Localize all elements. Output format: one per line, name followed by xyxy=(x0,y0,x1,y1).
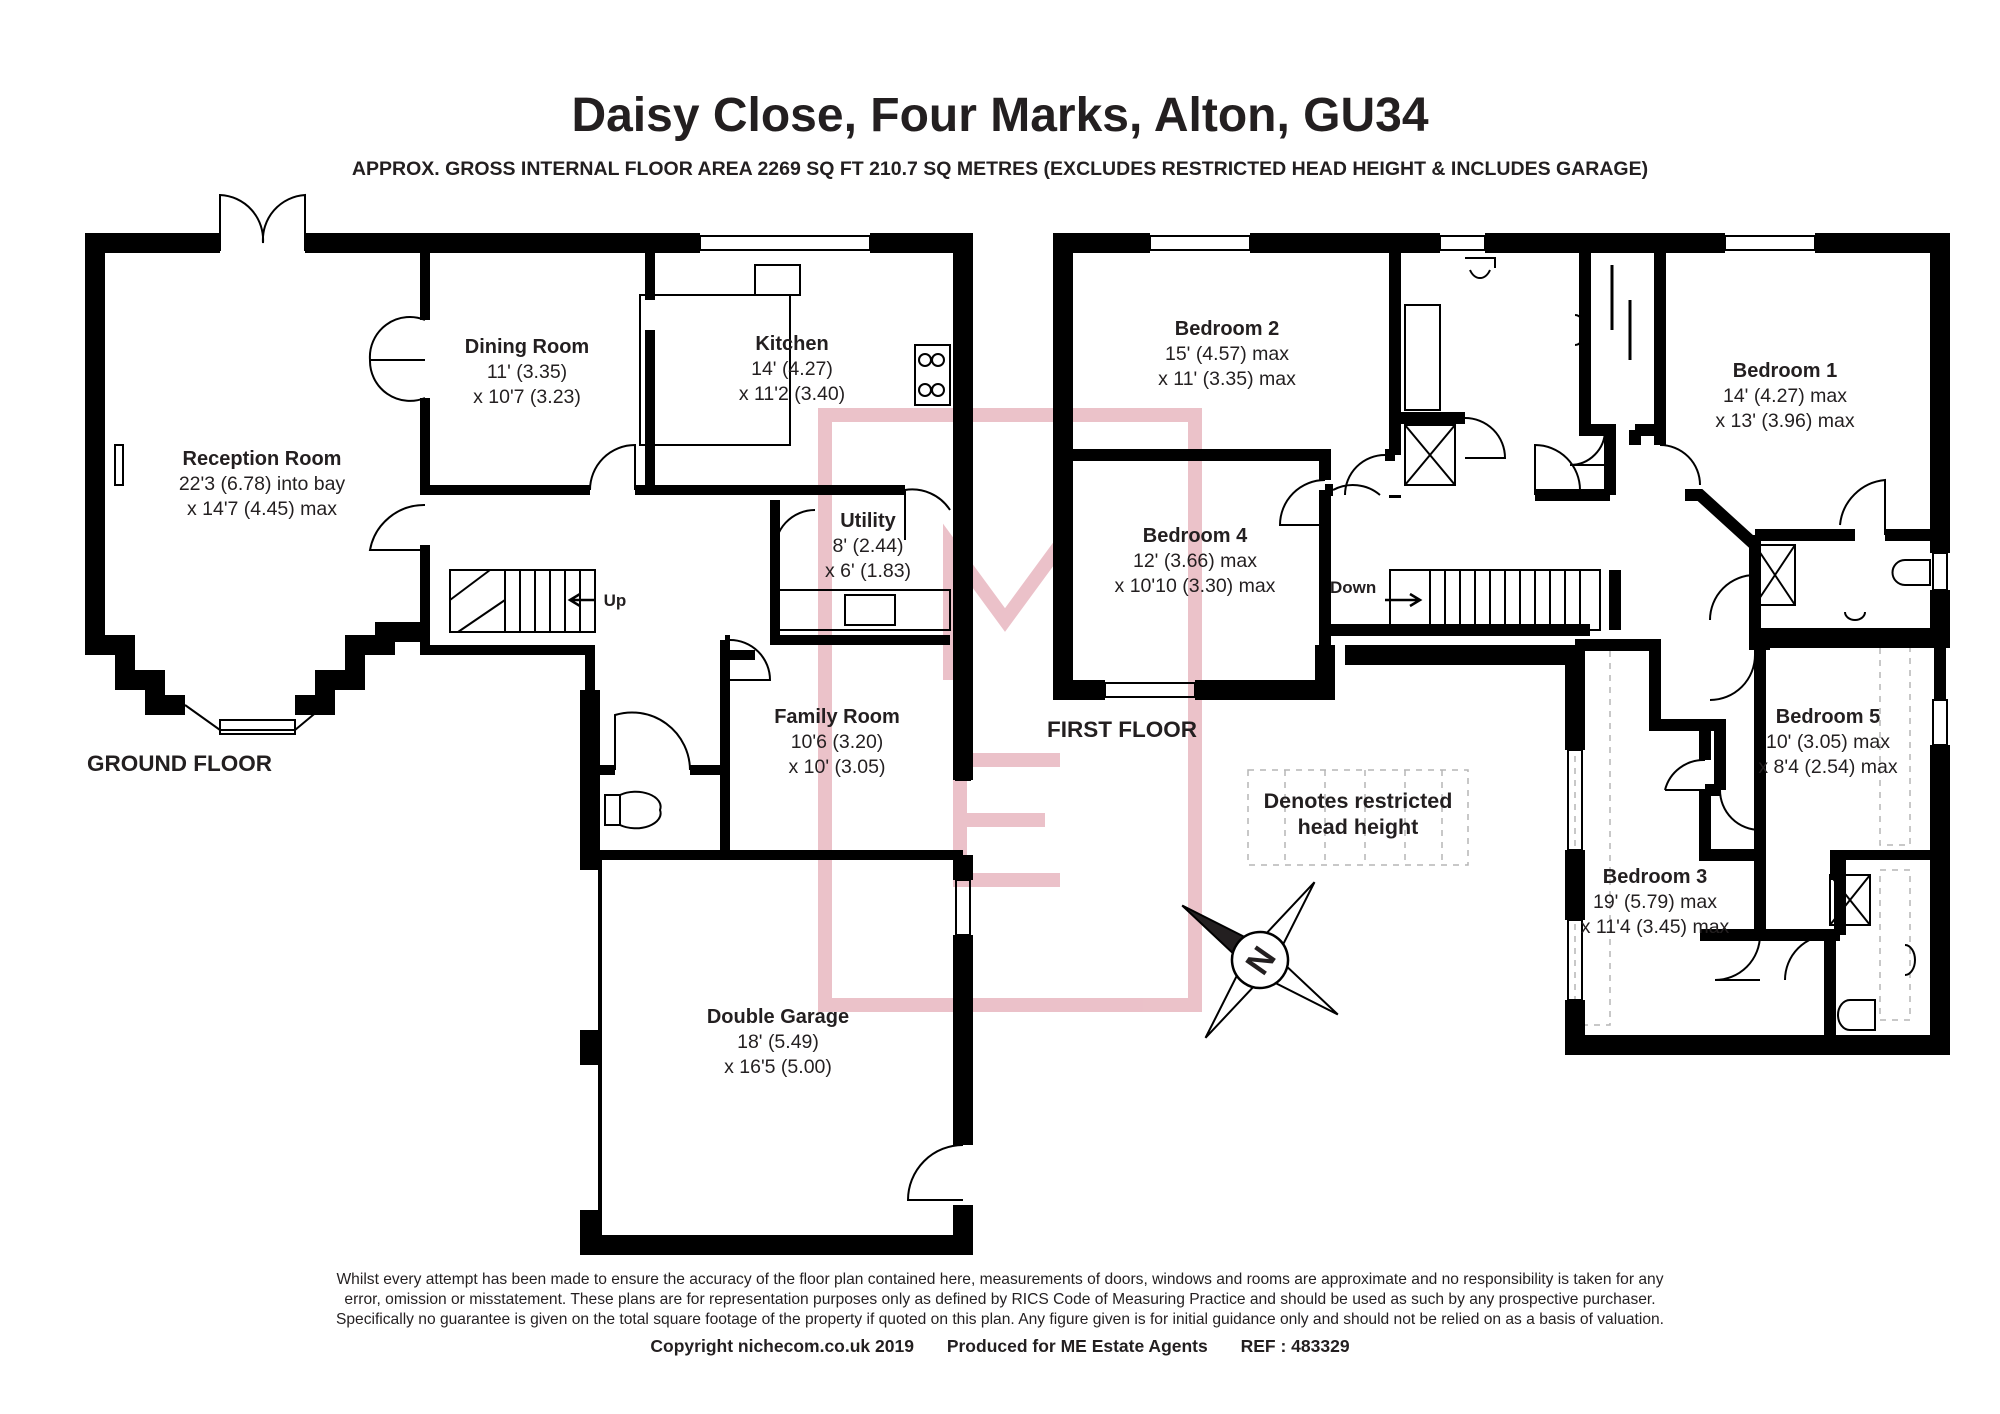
bedroom-4-name: Bedroom 4 xyxy=(1143,525,1248,547)
kitchen-name: Kitchen xyxy=(755,333,828,355)
legend-restricted-line2: head height xyxy=(1298,815,1419,839)
ground-floor-openings xyxy=(114,193,971,1201)
kitchen-dim1: 14' (4.27) xyxy=(751,358,833,380)
disclaimer-line-3: Specifically no guarantee is given on th… xyxy=(335,1311,1665,1328)
dining-room-dim1: 11' (3.35) xyxy=(487,361,567,383)
first-floor-openings xyxy=(1104,235,1948,1031)
family-room-dim1: 10'6 (3.20) xyxy=(791,731,884,753)
footer: Copyright nichecom.co.uk 2019 Produced f… xyxy=(0,1336,2000,1357)
bedroom-5-dim1: 10' (3.05) max xyxy=(1766,731,1890,753)
bedroom-4-dim1: 12' (3.66) max xyxy=(1133,550,1257,572)
footer-copyright: Copyright nichecom.co.uk 2019 xyxy=(650,1336,914,1356)
reception-room-name: Reception Room xyxy=(183,448,342,470)
bedroom-2-name: Bedroom 2 xyxy=(1175,318,1279,340)
compass-icon xyxy=(1181,881,1339,1039)
footer-produced-for: Produced for ME Estate Agents xyxy=(946,1336,1208,1356)
first-floor-label: FIRST FLOOR xyxy=(1047,717,1197,742)
utility-dim2: x 6' (1.83) xyxy=(825,560,911,582)
bedroom-3-name: Bedroom 3 xyxy=(1603,866,1707,888)
double-garage-dim1: 18' (5.49) xyxy=(737,1031,819,1053)
bedroom-2-dim2: x 11' (3.35) max xyxy=(1158,368,1296,390)
kitchen-dim2: x 11'2 (3.40) xyxy=(739,383,845,405)
bedroom-4-dim2: x 10'10 (3.30) max xyxy=(1115,575,1276,597)
plan-title: Daisy Close, Four Marks, Alton, GU34 xyxy=(571,89,1429,142)
disclaimer-line-1: Whilst every attempt has been made to en… xyxy=(336,1271,1664,1288)
bedroom-2-dim1: 15' (4.57) max xyxy=(1165,343,1289,365)
ground-floor-walls xyxy=(85,233,973,1255)
ground-floor-stairs xyxy=(449,569,596,633)
first-floor-labels: Bedroom 2 15' (4.57) max x 11' (3.35) ma… xyxy=(1115,318,1898,938)
bedroom-1-dim2: x 13' (3.96) max xyxy=(1715,410,1854,432)
disclaimer: Whilst every attempt has been made to en… xyxy=(280,1270,1720,1330)
double-garage-name: Double Garage xyxy=(707,1006,849,1028)
dining-room-name: Dining Room xyxy=(465,336,589,358)
ground-stairs-up-label: Up xyxy=(604,591,627,610)
first-floor-stairs xyxy=(1385,569,1601,631)
bedroom-3-dim1: 19' (5.79) max xyxy=(1593,891,1717,913)
family-room-name: Family Room xyxy=(774,706,900,728)
footer-reference: REF : 483329 xyxy=(1240,1336,1350,1356)
bedroom-1-name: Bedroom 1 xyxy=(1733,360,1837,382)
floor-area-subtitle: APPROX. GROSS INTERNAL FLOOR AREA 2269 S… xyxy=(351,158,1649,180)
utility-dim1: 8' (2.44) xyxy=(833,535,904,557)
utility-name: Utility xyxy=(840,510,896,532)
bedroom-5-name: Bedroom 5 xyxy=(1776,706,1880,728)
reception-room-dim1: 22'3 (6.78) into bay xyxy=(179,473,346,495)
reception-room-dim2: x 14'7 (4.45) max xyxy=(187,498,337,520)
bedroom-5-dim2: x 8'4 (2.54) max xyxy=(1758,756,1897,778)
dining-room-dim2: x 10'7 (3.23) xyxy=(473,386,581,408)
legend-restricted-line1: Denotes restricted xyxy=(1264,789,1453,813)
family-room-dim2: x 10' (3.05) xyxy=(789,756,886,778)
ground-floor-labels: Reception Room 22'3 (6.78) into bay x 14… xyxy=(179,333,911,1078)
ground-floor-label: GROUND FLOOR xyxy=(87,751,272,776)
bedroom-1-dim1: 14' (4.27) max xyxy=(1723,385,1847,407)
double-garage-dim2: x 16'5 (5.00) xyxy=(724,1056,832,1078)
first-stairs-down-label: Down xyxy=(1330,578,1376,597)
disclaimer-line-2: error, omission or misstatement. These p… xyxy=(344,1291,1656,1308)
bedroom-3-dim2: x 11'4 (3.45) max xyxy=(1581,916,1730,938)
